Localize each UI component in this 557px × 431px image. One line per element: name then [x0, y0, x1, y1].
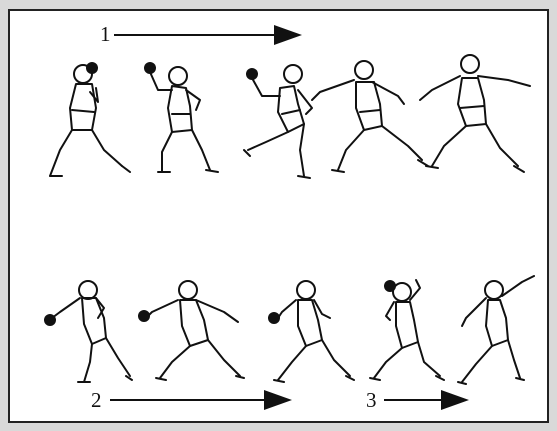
- athlete-figure-1: [49, 62, 131, 177]
- athlete-figure-7: [138, 280, 245, 381]
- athlete-figure-8: [268, 280, 355, 383]
- sequence-label-3: 3: [366, 388, 377, 412]
- athlete-figure-2: [144, 62, 219, 173]
- athlete-figure-3: [243, 64, 313, 179]
- athlete-figure-10: [457, 275, 535, 385]
- sequence-label-1: 1: [100, 22, 111, 46]
- sequence-label-2: 2: [91, 388, 102, 412]
- athlete-figure-5: [419, 54, 531, 173]
- athlete-figure-4: [311, 60, 429, 173]
- athlete-figure-9: [369, 279, 445, 381]
- illustration-panel: [8, 9, 549, 423]
- athlete-figure-6: [44, 280, 133, 383]
